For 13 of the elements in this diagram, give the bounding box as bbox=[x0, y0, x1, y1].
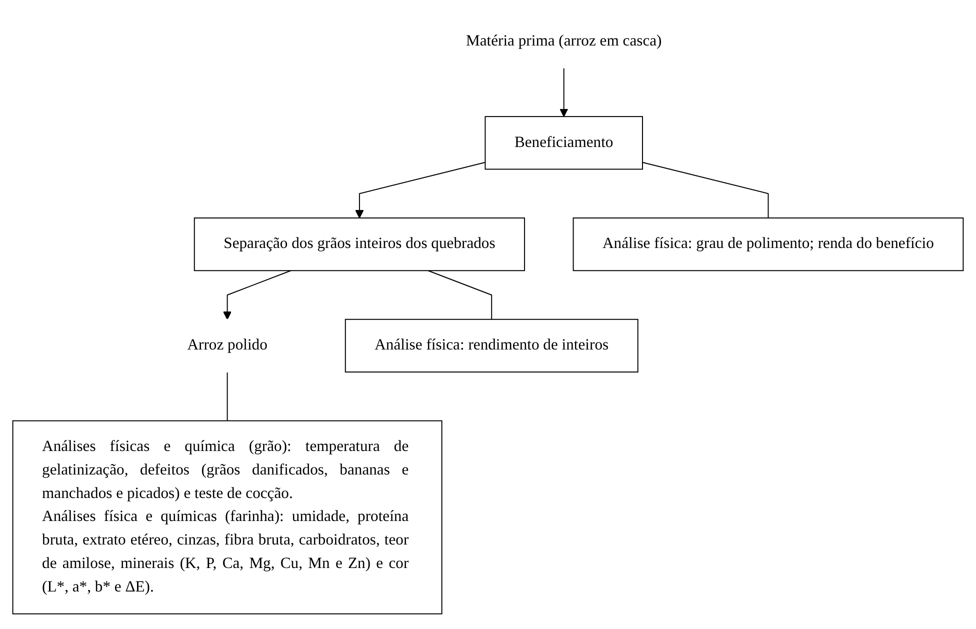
connector bbox=[642, 162, 769, 218]
arrow bbox=[560, 67, 568, 117]
node-text: Matéria prima (arroz em casca) bbox=[466, 32, 662, 50]
node-box: Análise física: grau de polimento; renda do benefício bbox=[572, 217, 964, 272]
node-box: Análise física: rendimento de inteiros bbox=[344, 318, 638, 373]
node-box: Separação dos grãos inteiros dos quebrados bbox=[194, 217, 526, 272]
node-text: Arroz polido bbox=[187, 336, 268, 354]
arrow bbox=[223, 270, 292, 320]
connector bbox=[226, 372, 228, 422]
connector bbox=[428, 270, 492, 320]
node-box: Análises físicas e química (grão): temperatura de gelatinização, defeitos (grãos danificados, bananas e manchados e picados) e teste de cocção. Análises física e químicas (farinha): umidade, proteína bruta, extrato etéreo, cinzas, fibra bruta, carboidratos, teor de amilose, minerais (K, P, Ca, Mg, Cu, Mn e Zn) e cor (L*, a*, b* e ΔE). bbox=[12, 420, 442, 614]
arrow bbox=[355, 162, 486, 218]
node-box: Beneficiamento bbox=[484, 116, 643, 170]
